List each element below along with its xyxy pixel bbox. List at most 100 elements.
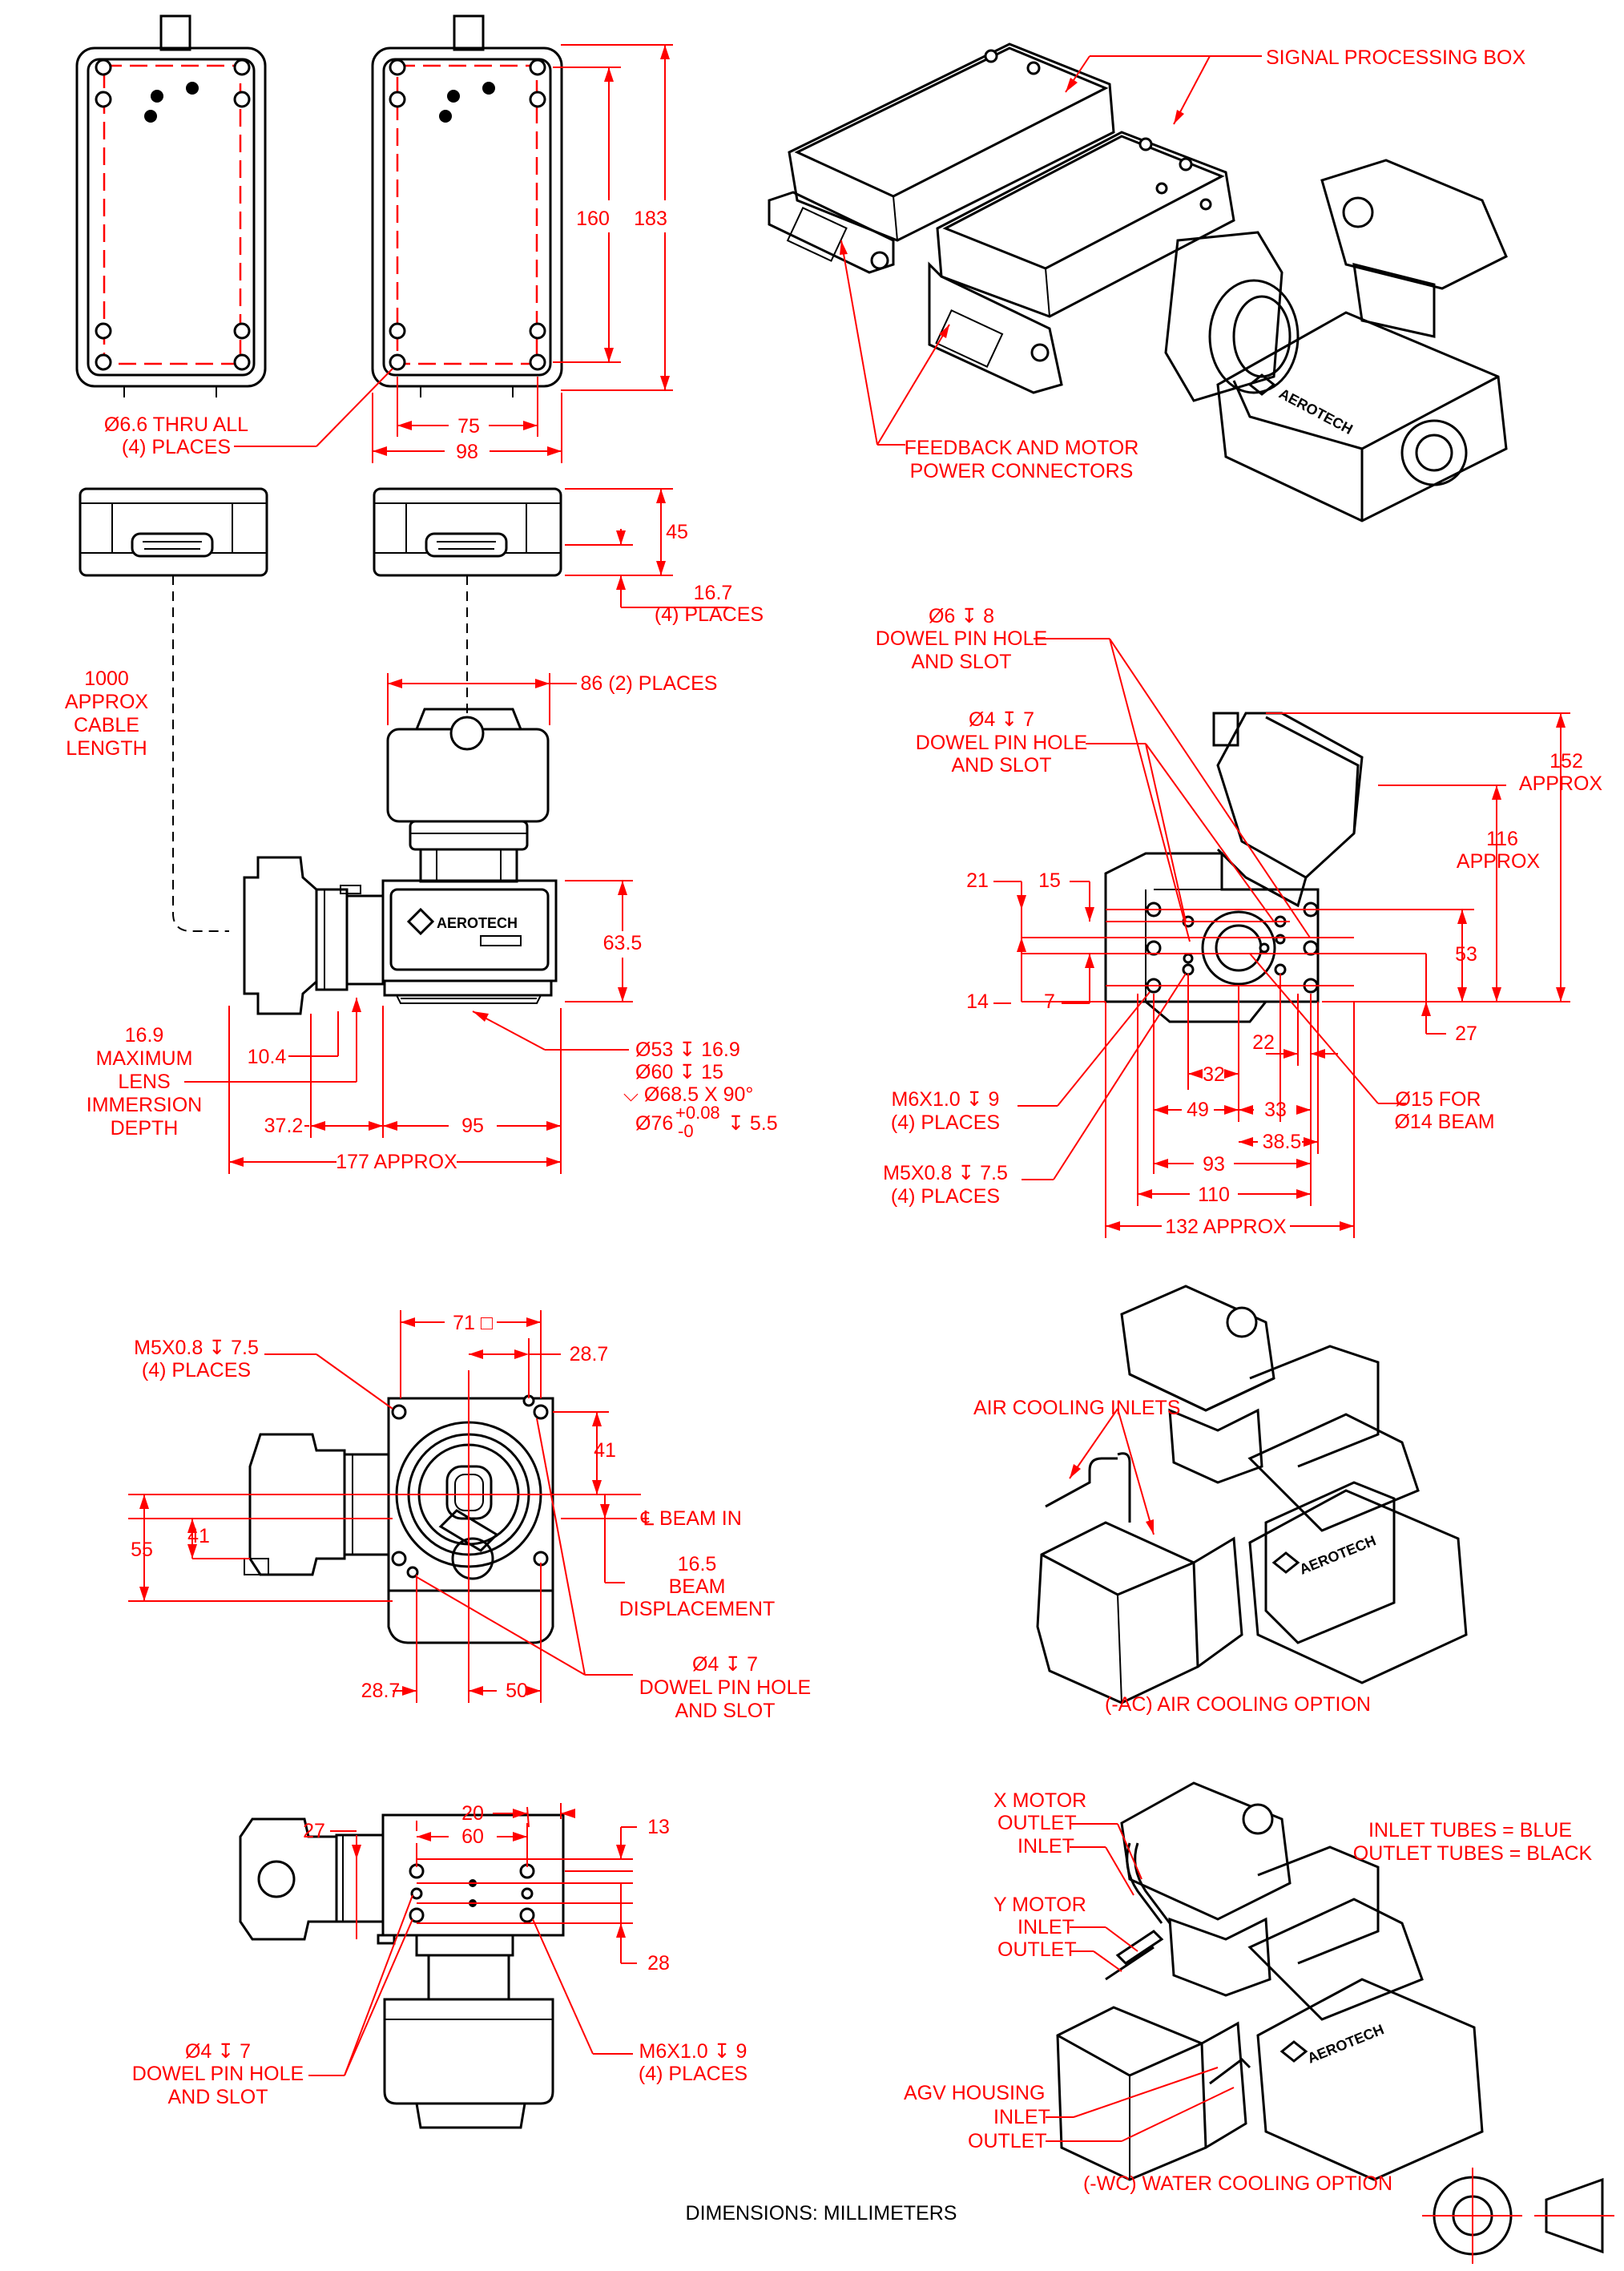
dowel4-1: Ø4 ↧ 7 [969,708,1034,731]
dim-28: 28 [647,1952,670,1975]
dim-93: 93 [1203,1153,1225,1176]
tubes-black: OUTLET TUBES = BLACK [1353,1842,1593,1865]
lens-depth-4: IMMERSION [87,1094,202,1116]
dim-95: 95 [461,1115,484,1137]
cable-length-1: 1000 [84,668,129,690]
dim-32: 32 [1203,1063,1225,1086]
y-motor-label: Y MOTOR [993,1894,1086,1916]
beam-in-label: ℄ BEAM IN [640,1507,742,1530]
projection-symbol [1422,2168,1614,2264]
head-bottom-view [128,1370,609,1667]
dowel4b-2: DOWEL PIN HOLE [639,1676,811,1699]
dim-71: 71 □ [453,1312,494,1334]
dim-152-2: APPROX [1519,772,1603,795]
spb-top-view-right [371,14,563,397]
x-motor-label: X MOTOR [993,1789,1086,1812]
dim-177: 177 APPROX [336,1151,457,1173]
dim-152-1: 152 [1549,750,1583,772]
cable-length-2: APPROX [65,691,149,713]
bore-spec-4b: ↧ 5.5 [727,1112,778,1135]
bore-spec-2: Ø60 ↧ 15 [635,1061,723,1083]
spb-side-view-left [79,487,268,577]
dowel4c-3: AND SLOT [167,2086,268,2108]
air-inlets-label: AIR COOLING INLETS [973,1397,1180,1419]
dim-41a: 41 [594,1439,616,1462]
dowel4c-2: DOWEL PIN HOLE [132,2063,304,2085]
head-side-view [1022,712,1426,1023]
dowel6-1: Ø6 ↧ 8 [929,605,994,627]
dim-27b: 27 [303,1820,325,1842]
m5-spec-1: M5X0.8 ↧ 7.5 [883,1162,1008,1184]
y-outlet-label: OUTLET [997,1938,1077,1961]
lens-depth-2: MAXIMUM [96,1047,193,1070]
iso-view-main: AEROTECH [768,42,1508,522]
dowel6-3: AND SLOT [911,651,1011,673]
dim-28-7b: 28.7 [361,1680,401,1702]
thru-holes-line1: Ø6.6 THRU ALL [104,413,248,436]
dim-21: 21 [966,869,989,892]
m6-spec-1: M6X1.0 ↧ 9 [892,1088,1000,1111]
aerotech-logo-front: AEROTECH [437,915,518,931]
air-cooling-view: AEROTECH [1036,1285,1468,1704]
dim-53: 53 [1455,943,1477,966]
dim-22: 22 [1252,1031,1275,1054]
dim-55: 55 [131,1539,153,1561]
feedback-connectors-2: POWER CONNECTORS [910,460,1134,482]
bore-spec-4a: Ø76 [635,1112,673,1135]
dim-27: 27 [1455,1023,1477,1045]
dim-38-5: 38.5 [1263,1131,1302,1153]
air-option-label: (-AC) AIR COOLING OPTION [1105,1693,1371,1716]
head-front-view: AEROTECH [243,708,558,1015]
m6-spec-2: (4) PLACES [891,1111,1000,1134]
iso-view-callouts: SIGNAL PROCESSING BOX FEEDBACK AND MOTOR… [840,46,1525,482]
units-note: DIMENSIONS: MILLIMETERS [686,2202,957,2225]
dims-side-view: Ø6 ↧ 8 DOWEL PIN HOLE AND SLOT Ø4 ↧ 7 DO… [876,605,1603,1238]
dim-183: 183 [634,208,667,230]
dowel4c-1: Ø4 ↧ 7 [185,2040,251,2063]
lens-depth-3: LENS [118,1071,170,1093]
bore-spec-4-tol-plus: +0.08 [675,1103,720,1123]
dim-13: 13 [647,1816,670,1838]
water-option-label: (-WC) WATER COOLING OPTION [1083,2172,1392,2195]
dim-7: 7 [1044,990,1055,1013]
m5b-spec-1: M5X0.8 ↧ 7.5 [134,1337,259,1359]
bore-spec-3: ⌵ Ø68.5 X 90° [623,1083,753,1106]
dowel4b-1: Ø4 ↧ 7 [692,1653,758,1676]
lens-depth-1: 16.9 [125,1024,164,1047]
dim-60: 60 [461,1825,484,1848]
dim-63-5: 63.5 [603,932,643,954]
beam15-2: Ø14 BEAM [1394,1111,1494,1133]
dim-132: 132 APPROX [1165,1216,1287,1238]
dim-49: 49 [1187,1099,1209,1121]
aerotech-logo-wc: AEROTECH [1305,2021,1386,2066]
spb-side-view-right [373,487,562,577]
dims-front-view: 86 (2) PLACES 63.5 16.9 MAXIMUM LENS IMM… [87,672,778,1174]
water-cooling-callouts: X MOTOR OUTLET INLET Y MOTOR INLET OUTLE… [904,1789,1593,2195]
feedback-connectors-1: FEEDBACK AND MOTOR [905,437,1139,459]
dim-20: 20 [461,1802,484,1825]
dims-bottom-view: 71 □ 28.7 41 ℄ BEAM IN 16.5 BEAM DISPLAC… [128,1310,811,1722]
head-top-view-bottom [239,1813,633,2129]
dim-16-7-places: (4) PLACES [655,603,764,626]
dim-16-7: 16.7 [694,582,733,604]
x-outlet-label: OUTLET [997,1812,1077,1834]
cable-length-4: LENGTH [66,737,147,760]
tubes-blue: INLET TUBES = BLUE [1368,1819,1572,1841]
dim-110: 110 [1198,1184,1230,1206]
cable-length-3: CABLE [74,714,139,736]
dim-41b: 41 [187,1525,210,1547]
dim-10-4: 10.4 [248,1046,287,1068]
disp-2: BEAM [669,1575,726,1598]
disp-3: DISPLACEMENT [619,1598,775,1620]
aerotech-logo-iso: AEROTECH [1276,385,1356,438]
dim-33: 33 [1264,1099,1287,1121]
dim-50: 50 [506,1680,528,1702]
dowel4-2: DOWEL PIN HOLE [916,732,1087,754]
dim-86: 86 (2) PLACES [581,672,718,695]
signal-processing-box-label: SIGNAL PROCESSING BOX [1266,46,1525,69]
m5-spec-2: (4) PLACES [891,1185,1000,1208]
y-inlet-label: INLET [1018,1916,1074,1938]
agv-inlet-label: INLET [993,2106,1050,2128]
bore-spec-1: Ø53 ↧ 16.9 [635,1039,740,1061]
